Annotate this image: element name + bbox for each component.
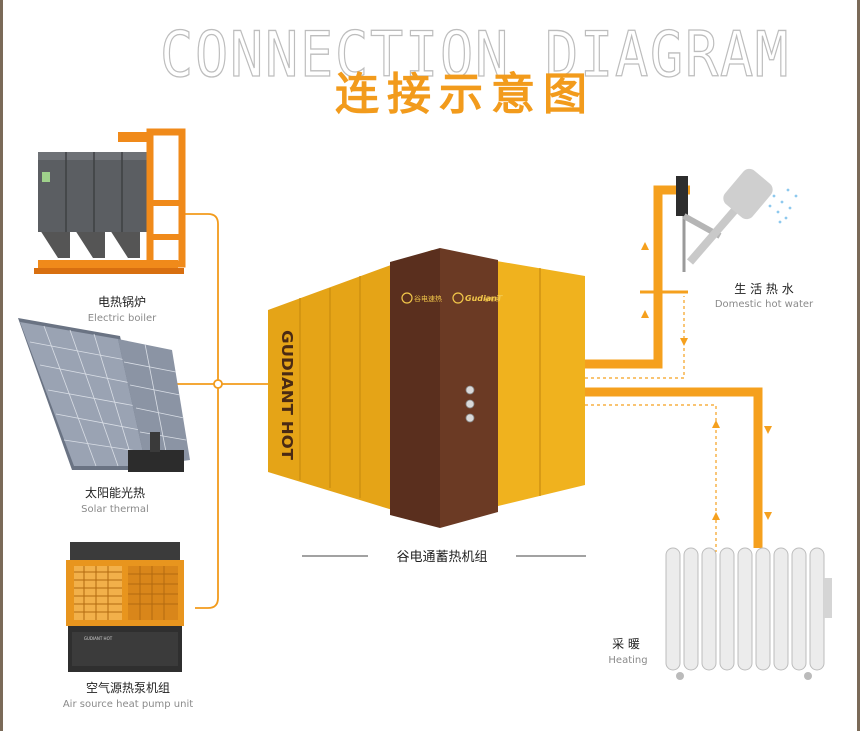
unit-side-brand: GUDIANT HOT (278, 330, 296, 461)
heat-pump-label-en: Air source heat pump unit (63, 699, 193, 710)
flow-arrows (641, 242, 772, 520)
right-border (857, 0, 860, 731)
heat-pump-badge: GUDIANT HOT (84, 636, 113, 641)
left-border (0, 0, 3, 731)
title-en-text: CONNECTION DIAGRAM (160, 24, 790, 86)
title-en: CONNECTION DIAGRAM (159, 24, 790, 86)
heating-label-en: Heating (608, 655, 647, 666)
radiator-icon (665, 547, 832, 680)
unit-logo-cn: 谷电速热 (414, 294, 442, 303)
hot-water-return-line (585, 296, 685, 379)
heat-pump-icon (66, 542, 184, 672)
hot-water-pipe (585, 185, 690, 369)
unit-logo-brand: GudianT (465, 294, 503, 303)
solar-thermal-icon (18, 318, 190, 472)
heating-pipe (585, 387, 763, 548)
hot-water-label-cn: 生 活 热 水 (734, 282, 793, 296)
electric-boiler-icon (34, 128, 186, 274)
storage-unit (268, 248, 585, 528)
unit-logo-suffix: 谷电速 (484, 296, 499, 303)
heat-pump-label-cn: 空气源热泵机组 (86, 680, 170, 695)
boiler-label-en: Electric boiler (88, 313, 157, 324)
heating-label-cn: 采 暖 (612, 637, 640, 651)
solar-label-cn: 太阳能光热 (85, 485, 145, 500)
unit-caption: 谷电通蓄热机组 (396, 550, 487, 565)
shower-icon (676, 168, 798, 272)
title-cn: 连接示意图 (335, 69, 595, 120)
solar-label-en: Solar thermal (81, 504, 149, 515)
boiler-label-cn: 电热锅炉 (98, 294, 146, 309)
heating-return-line (585, 404, 717, 552)
source-connector (170, 213, 268, 609)
hot-water-label-en: Domestic hot water (715, 299, 814, 310)
